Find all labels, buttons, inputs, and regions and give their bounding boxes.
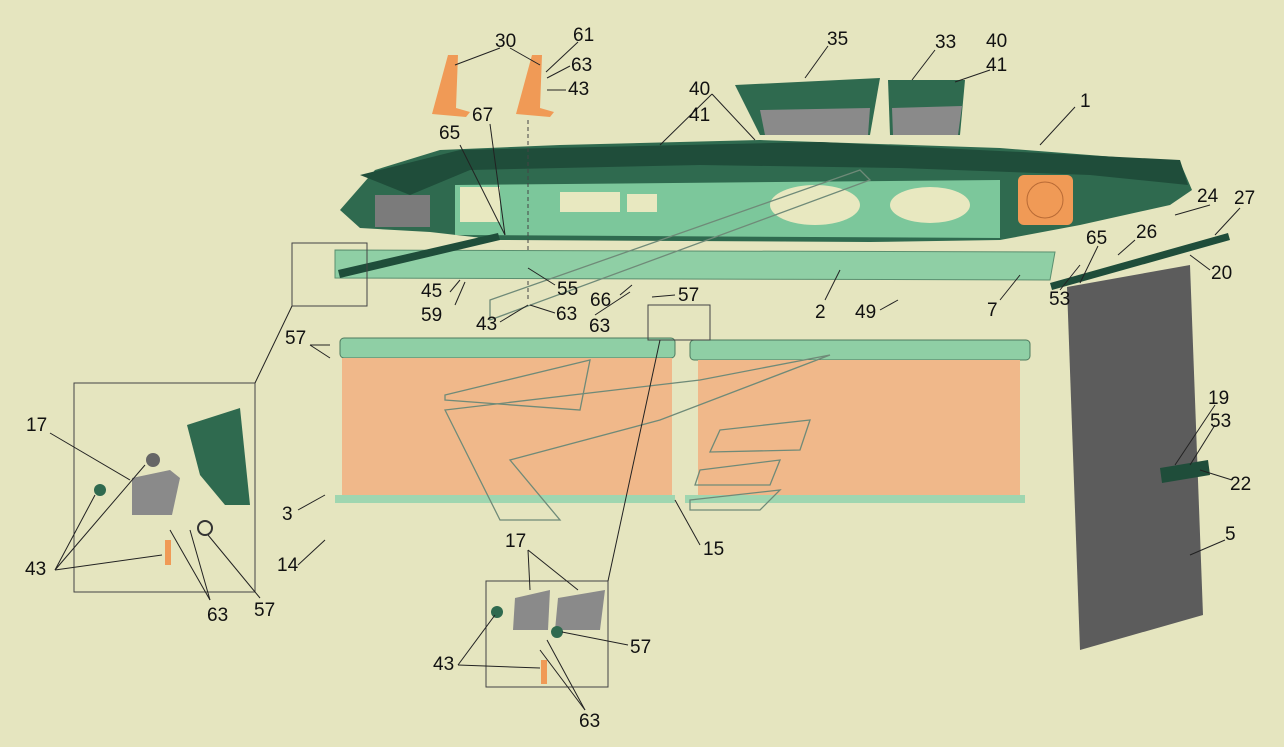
part-label: 43: [476, 314, 497, 335]
part-number-labels: 30 61 63 43 35 33 40 41 40 41 1 65 67 24…: [25, 25, 1255, 732]
ghost-outline: [444, 169, 872, 521]
part-label: 57: [678, 285, 699, 306]
part-label: 61: [573, 25, 594, 46]
part-label: 35: [827, 29, 848, 50]
detail-box-small-left: [291, 242, 368, 307]
roller-blind-left: [335, 337, 676, 503]
part-label: 57: [254, 600, 275, 621]
part-label: 63: [589, 316, 610, 337]
part-label: 49: [855, 302, 876, 323]
part-label: 43: [433, 654, 454, 675]
door-panel-5: [1067, 265, 1203, 650]
part-label: 17: [26, 415, 47, 436]
part-label: 65: [439, 123, 460, 144]
part-label: 43: [568, 79, 589, 100]
bracket-30-left: [432, 55, 470, 117]
detail-box-left: [73, 382, 256, 593]
part-label: 5: [1225, 524, 1236, 545]
part-label: 2: [815, 302, 826, 323]
part-label: 41: [986, 55, 1007, 76]
part-label: 57: [630, 637, 651, 658]
bracket-30-right: [516, 55, 554, 117]
part-label: 40: [689, 79, 710, 100]
detail-box-bottom: [485, 580, 609, 688]
rail-7: [334, 249, 1056, 281]
part-label: 20: [1211, 263, 1232, 284]
part-label: 45: [421, 281, 442, 302]
storage-boxes: [735, 78, 965, 135]
part-label: 22: [1230, 474, 1251, 495]
part-label: 67: [472, 105, 493, 126]
part-label: 1: [1080, 91, 1091, 112]
part-label: 7: [987, 300, 998, 321]
part-label: 24: [1197, 186, 1219, 207]
part-label: 63: [579, 711, 600, 732]
rail-65: [1050, 233, 1230, 290]
part-label: 63: [207, 605, 228, 626]
part-label: 63: [571, 55, 592, 76]
part-label: 66: [590, 290, 611, 311]
part-label: 59: [421, 305, 442, 326]
part-label: 55: [557, 279, 578, 300]
part-label: 43: [25, 559, 46, 580]
part-label: 33: [935, 32, 956, 53]
leader-lines: [49, 41, 1241, 711]
part-label: 65: [1086, 228, 1107, 249]
part-label: 26: [1136, 222, 1157, 243]
part-label: 57: [285, 328, 306, 349]
part-label: 3: [282, 504, 293, 525]
part-label: 19: [1208, 388, 1229, 409]
part-label: 53: [1210, 411, 1231, 432]
part-label: 40: [986, 31, 1007, 52]
part-label: 41: [689, 105, 710, 126]
part-label: 63: [556, 304, 577, 325]
part-label: 27: [1234, 188, 1255, 209]
part-label: 53: [1049, 289, 1070, 310]
ceiling-panel-assembly: [340, 140, 1192, 242]
part-label: 14: [277, 555, 299, 576]
part-label: 15: [703, 539, 724, 560]
detail-box-small-center: [647, 304, 711, 341]
part-label: 17: [505, 531, 526, 552]
part-label: 30: [495, 31, 516, 52]
roller-blind-right: [685, 339, 1031, 503]
